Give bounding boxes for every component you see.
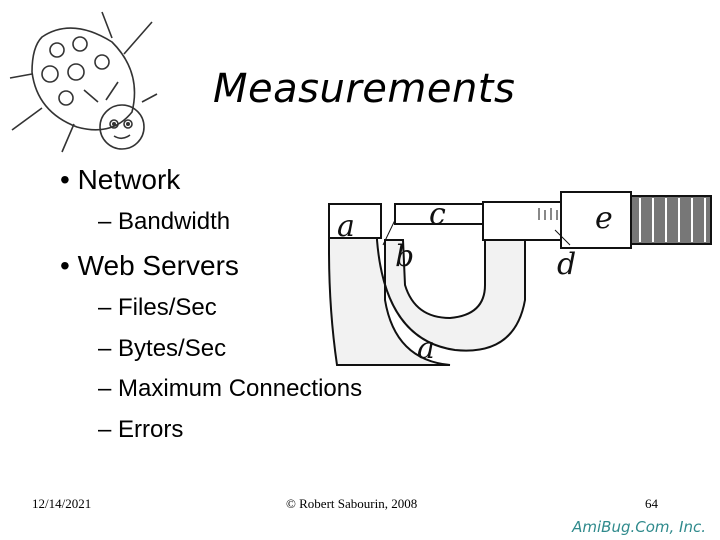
micrometer-illustration: a b c d e a	[328, 191, 712, 366]
sub-files-sec: – Files/Sec	[98, 294, 217, 321]
micrometer-label-d: d	[557, 247, 576, 282]
sub-max-connections: – Maximum Connections	[98, 375, 363, 402]
ladybug-logo	[9, 11, 158, 153]
sub-errors: – Errors	[98, 416, 184, 443]
footer-date: 12/14/2021	[32, 496, 92, 511]
bullet-web-servers: • Web Servers	[60, 250, 239, 281]
micrometer-label-c: c	[429, 197, 446, 232]
footer-copyright: © Robert Sabourin, 2008	[286, 496, 418, 511]
sub-bytes-sec: – Bytes/Sec	[98, 335, 227, 362]
slide-title: Measurements	[213, 66, 516, 112]
micrometer-label-a-top: a	[337, 209, 355, 244]
bullet-network: • Network	[60, 164, 181, 195]
micrometer-label-e: e	[595, 201, 613, 236]
sub-bandwidth: – Bandwidth	[98, 208, 231, 235]
micrometer-label-a-bottom: a	[417, 331, 435, 366]
brand-logo-text: AmiBug.Com, Inc.	[572, 518, 706, 536]
micrometer-label-b: b	[395, 239, 414, 274]
footer-page-number: 64	[645, 496, 658, 511]
